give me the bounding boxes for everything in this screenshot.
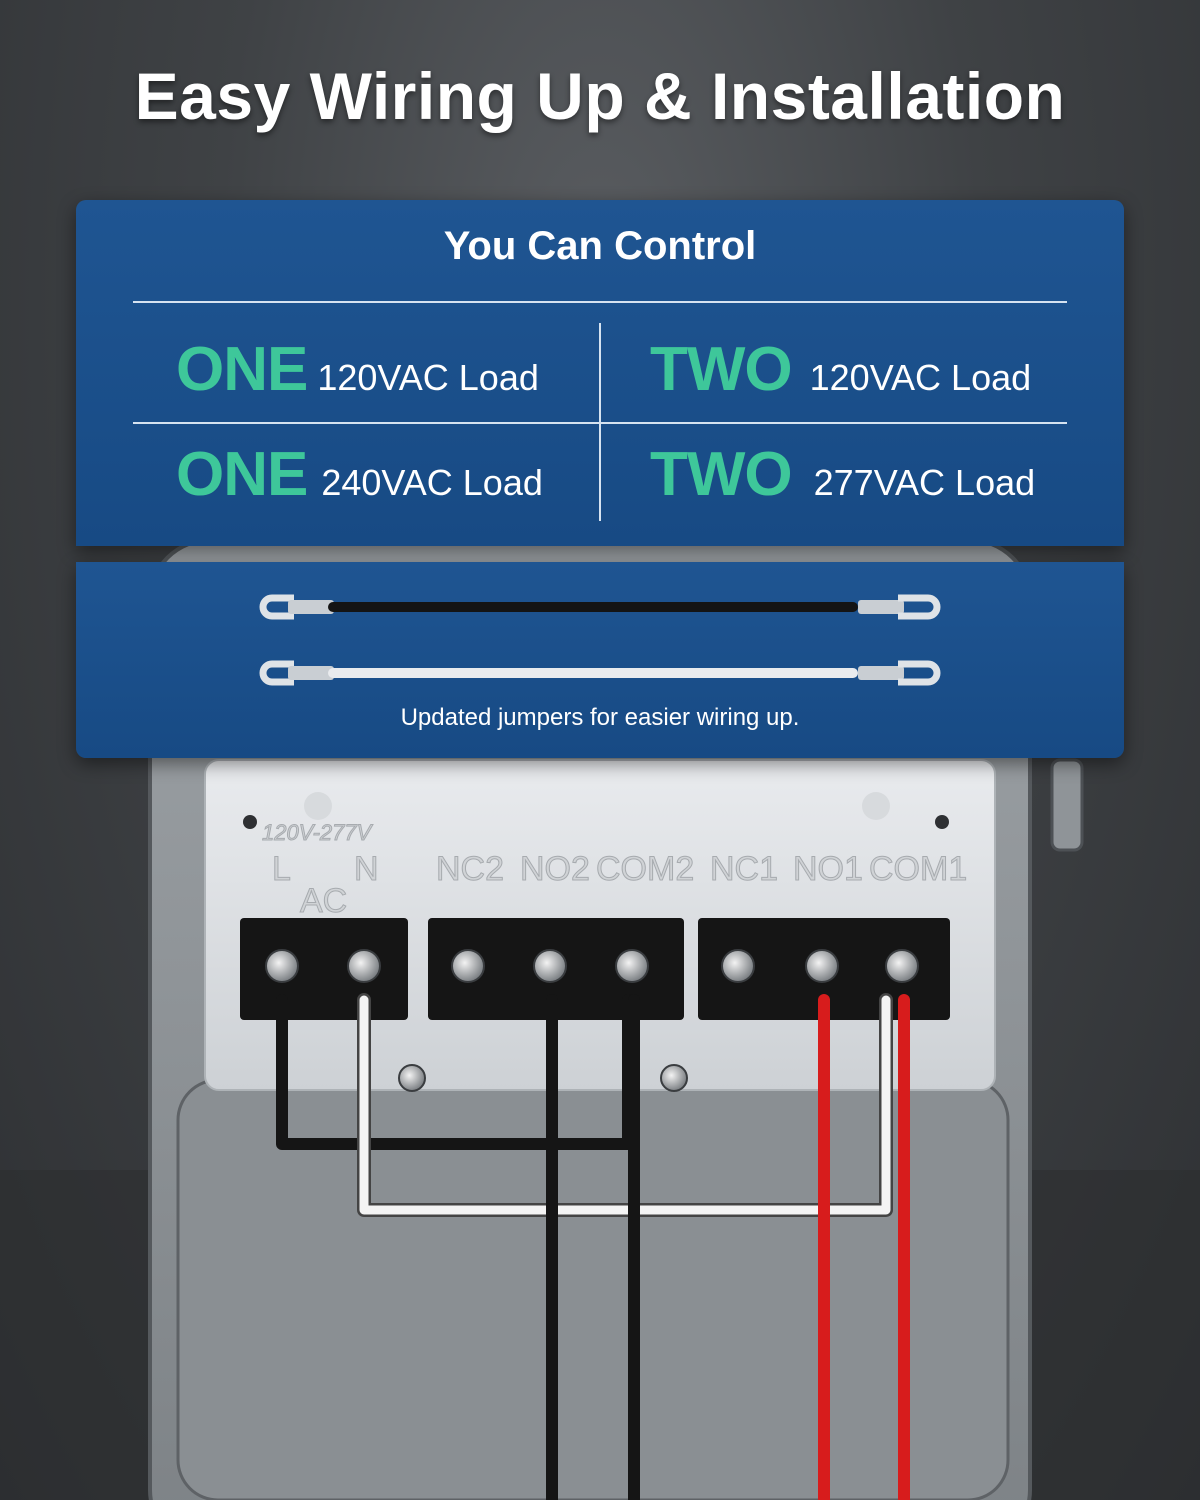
control-option: TWO 120VAC Load — [650, 334, 1031, 405]
load-label: 120VAC Load — [317, 357, 539, 398]
control-option: ONE 120VAC Load — [176, 334, 539, 405]
black-jumper — [259, 594, 941, 620]
control-option: TWO 277VAC Load — [650, 439, 1035, 510]
count-label: ONE — [176, 440, 308, 509]
terminal-label-nc2: NC2 — [436, 850, 504, 888]
title-divider — [133, 301, 1067, 303]
count-label: ONE — [176, 335, 308, 404]
terminal-strip — [240, 918, 950, 1020]
terminal-label-no2: NO2 — [520, 850, 590, 888]
terminal-screws — [265, 949, 919, 983]
load-label: 240VAC Load — [321, 462, 543, 503]
load-label: 277VAC Load — [813, 462, 1036, 503]
terminal-label-no1: NO1 — [793, 850, 863, 888]
count-label: TWO — [650, 335, 793, 404]
terminal-label-com1: COM1 — [869, 850, 967, 888]
control-option: ONE 240VAC Load — [176, 439, 543, 510]
terminal-label-nc1: NC1 — [710, 850, 778, 888]
row-divider — [133, 422, 1067, 424]
headline: Easy Wiring Up & Installation — [134, 59, 1066, 133]
jumpers-panel: Updated jumpers for easier wiring up. — [76, 562, 1124, 758]
terminal-label-com2: COM2 — [596, 850, 694, 888]
jumper-wires-illustration — [259, 594, 941, 686]
control-panel: You Can Control ONE 120VAC Load TWO 120V… — [76, 200, 1124, 546]
terminal-label-l: L — [272, 850, 291, 888]
voltage-embossed-label: 120V-277V — [262, 820, 374, 845]
terminal-label-n: N — [354, 850, 379, 888]
white-jumper — [259, 660, 941, 686]
load-label: 120VAC Load — [809, 357, 1032, 398]
count-label: TWO — [650, 440, 793, 509]
panel-title: You Can Control — [443, 224, 757, 268]
hinge — [1050, 758, 1084, 852]
terminal-label-ac: AC — [300, 882, 347, 920]
jumpers-caption: Updated jumpers for easier wiring up. — [400, 704, 800, 731]
